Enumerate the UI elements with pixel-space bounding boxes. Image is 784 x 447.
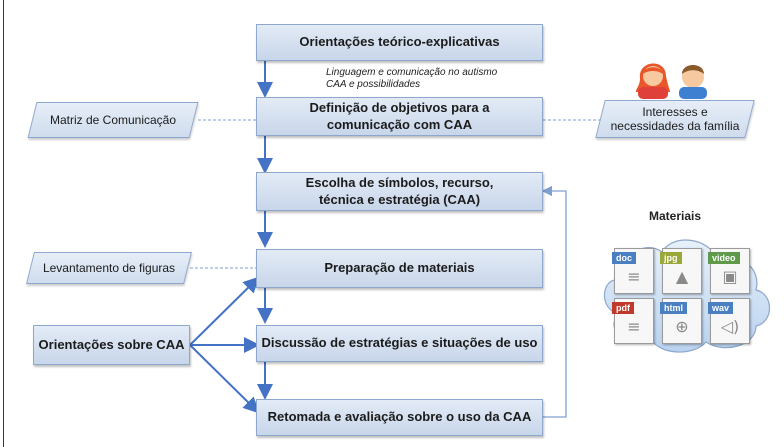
materiais-title: Materiais: [649, 209, 702, 223]
arrow-orientcaa-retomada: [189, 344, 260, 414]
file-type-label: jpg: [660, 252, 682, 264]
box-preparacao-materiais: Preparação de materiais: [256, 249, 543, 288]
speaker-icon: ◁): [720, 317, 740, 336]
file-icon-video: video ▣: [708, 248, 750, 294]
input-levantamento-figuras: Levantamento de figuras: [26, 252, 192, 284]
box-discussao-estrategias: Discussão de estratégias e situações de …: [256, 325, 543, 362]
box-orientacoes-teorico: Orientações teórico-explicativas: [256, 24, 543, 61]
input-interesses-familia: Interesses e necessidades da família: [595, 100, 755, 138]
document-icon: ≡: [627, 267, 641, 286]
image-icon: ▲: [675, 267, 689, 286]
box-definicao-objetivos: Definição de objetivos para a comunicaçã…: [256, 97, 543, 136]
file-icon-html: html ⊕: [660, 298, 702, 344]
girl-avatar-icon: [636, 63, 670, 99]
file-icon-pdf: pdf ≡: [612, 298, 654, 344]
document-icon: ≡: [627, 317, 641, 336]
file-type-label: html: [660, 302, 687, 314]
file-icon-doc: doc ≡: [612, 248, 654, 294]
note-linguagem: Linguagem e comunicação no autismo CAA e…: [326, 67, 498, 90]
file-type-label: video: [708, 252, 740, 264]
feedback-loop-arrow: [541, 185, 567, 418]
family-avatars-icon: [636, 63, 707, 99]
file-type-label: wav: [708, 302, 734, 314]
file-type-label: pdf: [612, 302, 634, 314]
boy-avatar-icon: [679, 65, 707, 99]
file-icons-grid: doc ≡ jpg ▲ video ▣ pdf ≡ html ⊕ wav ◁): [612, 248, 760, 348]
film-icon: ▣: [722, 267, 738, 286]
box-escolha-simbolos: Escolha de símbolos, recurso, técnica e …: [256, 172, 543, 211]
file-icon-wav: wav ◁): [708, 298, 750, 344]
arrow-orientcaa-preparacao: [189, 276, 260, 346]
globe-icon: ⊕: [675, 317, 689, 336]
box-orientacoes-caa: Orientações sobre CAA: [33, 325, 190, 365]
input-matriz-comunicacao: Matriz de Comunicação: [27, 102, 199, 138]
file-icon-jpg: jpg ▲: [660, 248, 702, 294]
file-type-label: doc: [612, 252, 637, 264]
box-retomada-avaliacao: Retomada e avaliação sobre o uso da CAA: [256, 399, 543, 436]
page-edge-line: [3, 0, 4, 447]
